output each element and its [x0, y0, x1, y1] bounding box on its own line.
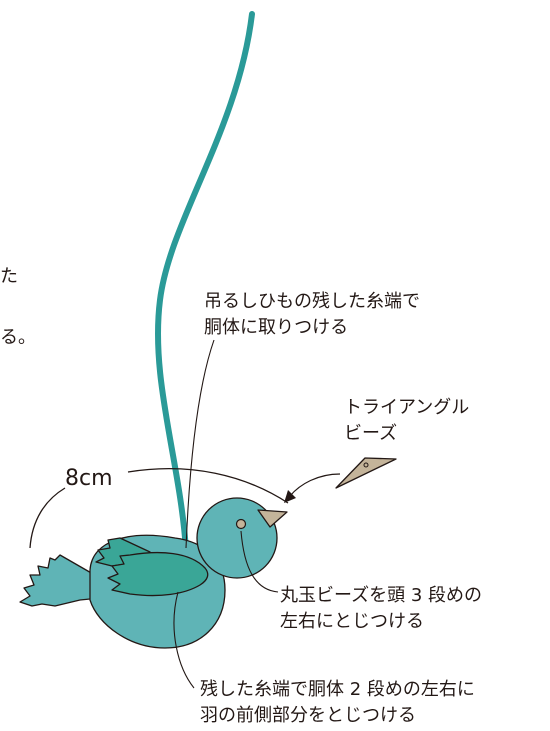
triangle-bead: [335, 457, 397, 489]
bird-tail: [19, 554, 101, 607]
hanging-string: [155, 11, 255, 553]
bird-head: [196, 497, 278, 579]
triangle-bead-hole: [363, 462, 369, 468]
beak-bead-label-line1: トライアングル: [344, 397, 470, 418]
wing-label-line2: 羽の前側部分をとじつける: [200, 705, 416, 726]
eye-bead-label-line2: 左右にとじつける: [280, 611, 424, 632]
size-label: 8cm: [65, 466, 113, 491]
hanger-label-line1: 吊るしひもの残した糸端で: [204, 291, 420, 312]
eye-bead-label-line1: 丸玉ビーズを頭 3 段めの: [280, 585, 482, 606]
wing-label-line1: 残した糸端で胴体 2 段めの左右に: [200, 679, 475, 700]
left-fragment-line2: る。: [0, 327, 36, 348]
hanger-label-line2: 胴体に取りつける: [204, 317, 349, 338]
arrow-beak-head: [284, 490, 296, 503]
bird-beak: [257, 509, 288, 528]
left-fragment-line1: た: [0, 266, 18, 287]
leader-hanger: [185, 339, 215, 549]
beak-bead-label-line2: ビーズ: [344, 423, 398, 444]
arrow-beak: [289, 473, 341, 497]
size-arc-left: [29, 487, 66, 549]
bird-wing-front: [107, 551, 209, 597]
leader-wing: [173, 591, 195, 689]
size-arc-right: [127, 468, 289, 504]
leader-eye: [240, 530, 279, 593]
eye-bead: [235, 518, 247, 530]
